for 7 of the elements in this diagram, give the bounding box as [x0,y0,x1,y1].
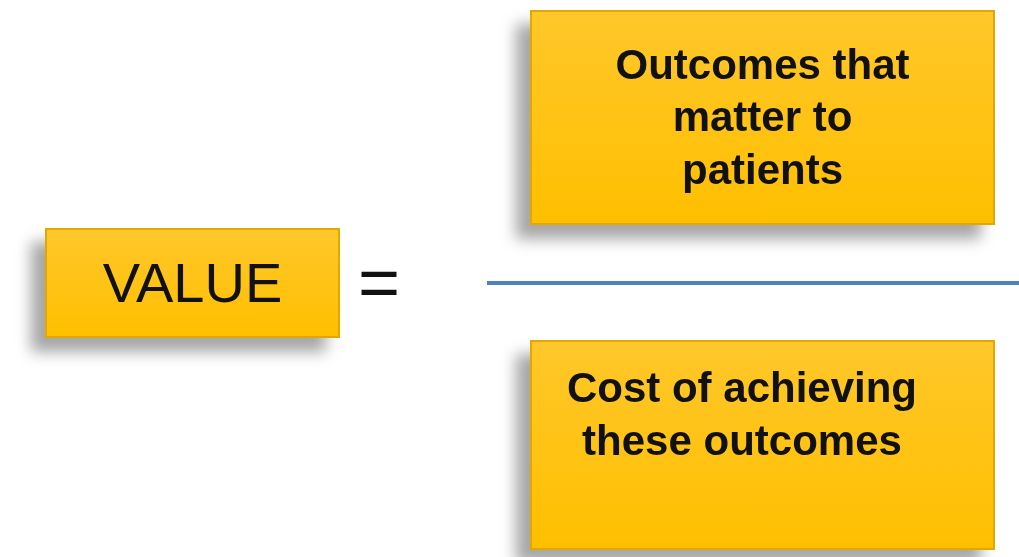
formula-term: VALUE [102,250,283,316]
formula-text: Outcomes that matter to patients [614,39,911,195]
numerator-box [530,10,995,225]
denominator-box [530,340,995,550]
value-box [45,228,340,338]
equals-sign: = [358,246,401,318]
formula-text: Cost of achieving these outcomes [565,363,919,466]
